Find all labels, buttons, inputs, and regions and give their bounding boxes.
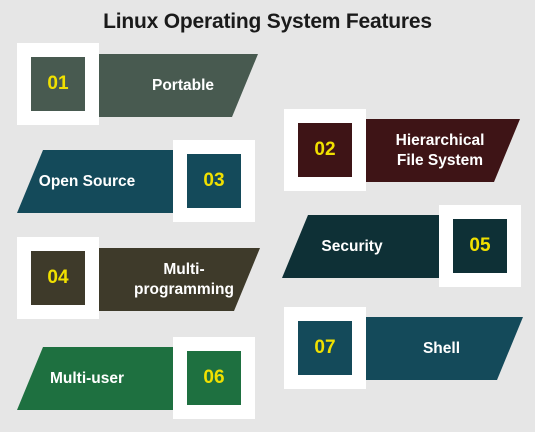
feature-number-box: 03: [173, 140, 255, 222]
feature-label: Multi-user: [49, 369, 125, 387]
feature-label: Multi- programming: [86, 260, 234, 300]
feature-number: 06: [203, 367, 225, 388]
feature-number-box: 06: [173, 337, 255, 419]
feature-number-box: 07: [284, 307, 366, 389]
feature-label-line2: programming: [134, 280, 234, 298]
feature-label: Hierarchical File System: [356, 131, 485, 171]
feature-number: 07: [314, 337, 336, 358]
feature-label: Portable: [151, 76, 214, 94]
feature-label-line2: File System: [396, 151, 484, 169]
feature-number: 01: [47, 73, 69, 94]
feature-number-box: 04: [17, 237, 99, 319]
feature-number: 02: [314, 139, 336, 160]
feature-label: Open Source: [38, 172, 136, 190]
feature-label-line1: Hierarchical: [395, 131, 485, 149]
feature-number: 04: [47, 267, 69, 288]
feature-label: Security: [321, 237, 383, 255]
feature-number-box: 01: [17, 43, 99, 125]
feature-number: 03: [203, 170, 225, 191]
feature-number-box: 02: [284, 109, 366, 191]
feature-number: 05: [469, 235, 491, 256]
diagram-title: Linux Operating System Features: [103, 10, 432, 33]
feature-number-box: 05: [439, 205, 521, 287]
feature-label: Shell: [422, 339, 461, 357]
feature-label-line1: Multi-: [163, 260, 205, 278]
